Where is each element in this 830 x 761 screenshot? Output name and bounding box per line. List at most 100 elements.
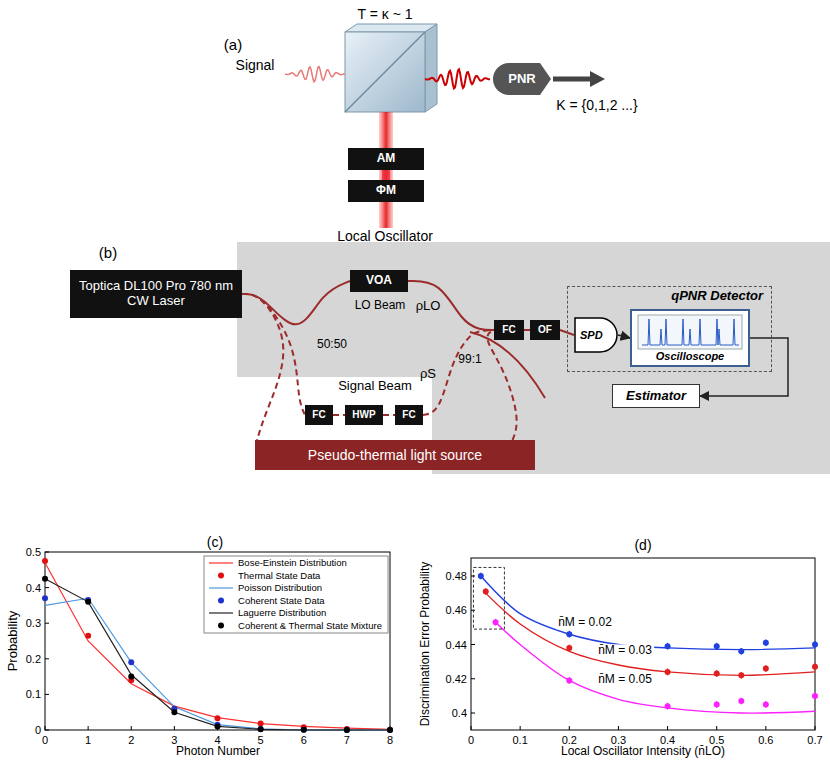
text-label: Signal Beam: [338, 379, 412, 393]
text-label: Local Oscillator Intensity (n̄LO): [561, 745, 725, 758]
text-label: 0.4: [26, 582, 41, 594]
node-label: Toptica DL100 Pro 780 nm CW Laser: [70, 279, 242, 309]
text-label: 0.1: [512, 734, 527, 746]
text-label: 0: [468, 734, 474, 746]
fiber-connector: [618, 335, 630, 338]
fit-curve: [496, 622, 815, 713]
legend-text: Bose-Einstein Distribution: [238, 558, 347, 568]
data-point: [42, 576, 48, 582]
fit-curve: [486, 593, 815, 675]
node-label: HWP: [352, 409, 375, 421]
text-label: 0.2: [562, 734, 577, 746]
node-label: FC: [502, 324, 515, 336]
component-box: FC: [305, 405, 333, 425]
data-point: [215, 723, 221, 729]
text-label: 0.5: [26, 546, 41, 558]
node-label: PNR: [508, 72, 535, 87]
text-label: 0.6: [758, 734, 773, 746]
text-label: (b): [99, 245, 117, 262]
text-label: 0.48: [446, 570, 467, 582]
text-label: 0.2: [26, 653, 41, 665]
text-label: n̄M = 0.03: [596, 644, 654, 657]
text-label: 2: [128, 734, 134, 746]
data-point: [258, 726, 264, 732]
text-label: T = κ ~ 1: [358, 7, 413, 22]
node-label: Oscilloscope: [656, 350, 724, 363]
data-point: [85, 599, 91, 605]
text-label: 0.5: [709, 734, 724, 746]
legend-text: Coherent State Data: [238, 595, 325, 605]
output-arrow: [553, 77, 592, 82]
text-label: 7: [344, 734, 350, 746]
data-point: [171, 709, 177, 715]
data-point: [387, 727, 393, 733]
text-label: (a): [224, 37, 242, 54]
fiber-connector: [242, 294, 305, 415]
tick-marks: [45, 552, 815, 730]
text-label: K = {0,1,2 ...}: [556, 98, 637, 113]
data-point: [42, 558, 48, 564]
data-point: [344, 727, 350, 733]
splitter-plane: [345, 32, 425, 112]
data-point: [128, 659, 134, 665]
fiber-connector: [408, 281, 494, 330]
fiber-connector: [383, 414, 395, 416]
text-label: ρLO: [416, 299, 441, 313]
text-label: (d): [634, 538, 651, 553]
text-label: 0.1: [26, 688, 41, 700]
component-box: FC: [395, 405, 423, 425]
text-label: 0.44: [446, 638, 467, 650]
detector-group: qPNR DetectorSPDOscilloscope: [567, 286, 772, 372]
text-label: 0.4: [660, 734, 675, 746]
laser-box: Toptica DL100 Pro 780 nm CW Laser: [70, 270, 242, 318]
attenuator-box: VOA: [350, 270, 408, 292]
text-label: LO Beam: [355, 299, 406, 312]
text-label: Local Oscillator: [337, 229, 433, 244]
data-point: [42, 595, 48, 601]
cube-side: [425, 24, 437, 112]
legend-text: Thermal State Data: [238, 570, 320, 580]
text-label: Signal: [236, 58, 275, 73]
legend-text: Coherent & Thermal State Mixture: [238, 620, 382, 630]
legend-text: Laguerre Distribution: [238, 608, 326, 618]
node-label: FC: [402, 409, 415, 421]
text-label: 0.42: [446, 673, 467, 685]
beam-splitter: [345, 32, 425, 112]
estimator-box: Estimator: [612, 384, 700, 408]
text-label: 5: [258, 734, 264, 746]
text-label: 4: [214, 734, 220, 746]
text-label: n̄M = 0.02: [556, 617, 614, 630]
text-label: 8: [387, 734, 393, 746]
text-label: n̄M = 0.05: [596, 674, 654, 687]
cube-top: [345, 24, 437, 32]
fiber-connector: [382, 170, 390, 180]
detector-box: PNR: [492, 62, 552, 96]
node-label: ΦM: [376, 184, 396, 198]
data-point: [215, 715, 221, 721]
node-label: FC: [312, 409, 325, 421]
component-box: OF: [530, 320, 560, 340]
legend-samples: [209, 563, 233, 629]
component-box: FC: [494, 320, 524, 340]
modulator-box: AM: [348, 148, 424, 170]
chart-frame: [45, 552, 390, 730]
output-wave: [425, 69, 490, 88]
output-arrowhead: [590, 71, 605, 87]
node-label: Pseudo-thermal light source: [308, 447, 482, 463]
text-label: 0: [35, 724, 41, 736]
data-point: [387, 727, 393, 733]
text-label: 50:50: [317, 338, 347, 351]
data-point: [128, 674, 134, 680]
text-label: ρS: [420, 367, 436, 381]
data-point: [301, 727, 307, 733]
text-label: 6: [301, 734, 307, 746]
data-point: [301, 727, 307, 733]
highlight-box: [473, 567, 504, 629]
fit-curve: [481, 576, 815, 650]
text-label: 3: [171, 734, 177, 746]
signal-wave: [285, 67, 345, 82]
chart-frame: [471, 558, 815, 730]
measurement-points: [493, 619, 818, 710]
node-label: Estimator: [626, 389, 686, 404]
